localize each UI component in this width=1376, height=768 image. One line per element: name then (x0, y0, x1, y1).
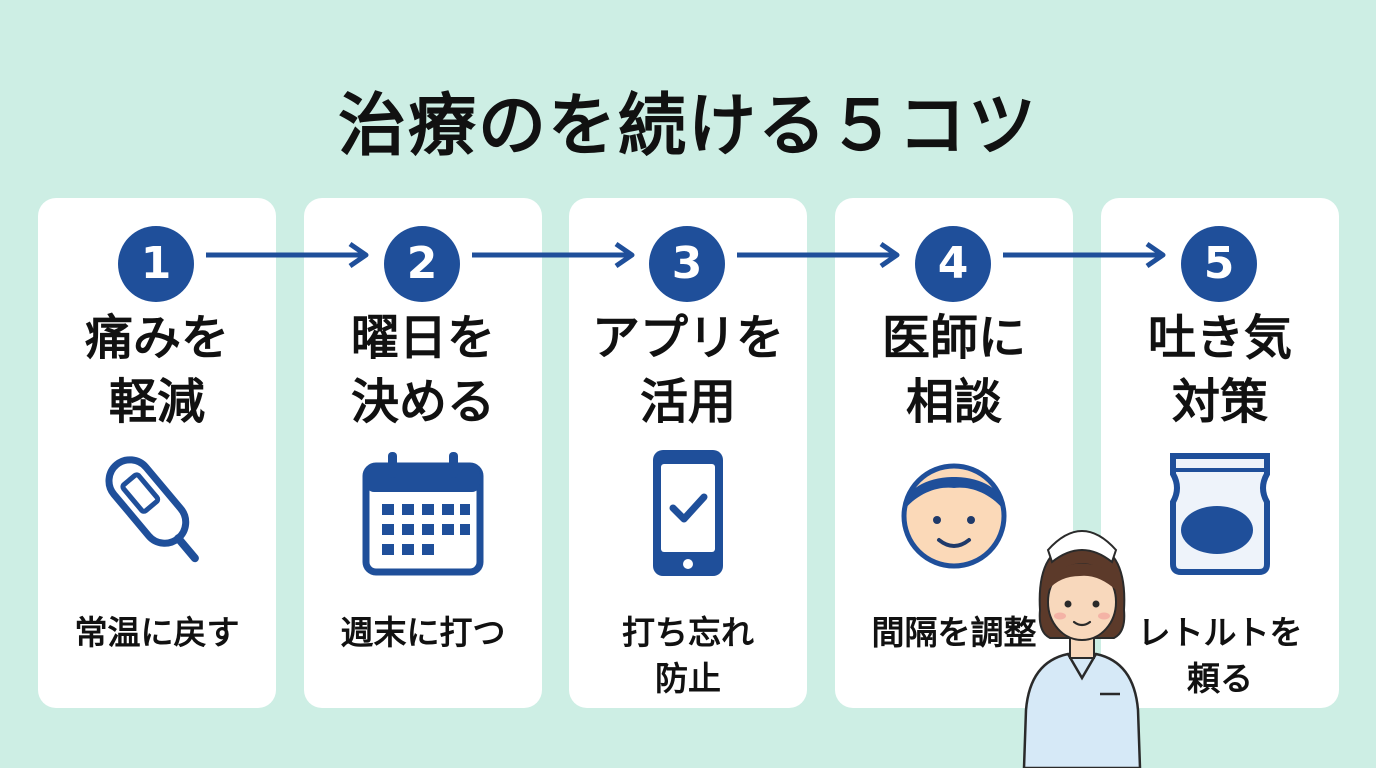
calendar-icon (362, 452, 484, 576)
retort-pouch-icon (1170, 453, 1270, 575)
step-caption: レトルトを 頼る (1137, 613, 1303, 698)
step-heading: 痛みを 軽減 (84, 310, 229, 430)
step-caption: 間隔を調整 (871, 613, 1037, 652)
step-card-2: 2 曜日を 決める 週末に打つ (304, 198, 542, 708)
thermometer-icon (105, 456, 199, 563)
step-heading: アプリを 活用 (591, 310, 784, 430)
step-heading: 医師に 相談 (881, 310, 1026, 430)
page-title: 治療のを続ける５コツ (337, 87, 1038, 166)
step-heading: 吐き気 対策 (1147, 310, 1292, 430)
arrow-4-to-5 (1003, 241, 1166, 269)
step-card-5: 5 吐き気 対策 レトルトを 頼る (1101, 198, 1339, 708)
step-caption: 週末に打つ (340, 613, 506, 652)
step-heading: 曜日を 決める (350, 310, 495, 430)
arrow-1-to-2 (206, 241, 369, 269)
doctor-face-icon (901, 463, 1007, 569)
step-number-badge: 2 (384, 226, 460, 302)
step-number-badge: 5 (1181, 226, 1257, 302)
nurse-illustration (1022, 530, 1142, 768)
step-card-1: 1 痛みを 軽減 常温に戻す (38, 198, 276, 708)
step-card-3: 3 アプリを 活用 打ち忘れ 防止 (569, 198, 807, 708)
step-number-badge: 3 (649, 226, 725, 302)
arrow-2-to-3 (472, 241, 635, 269)
step-card-4: 4 医師に 相談 間隔を調整 (835, 198, 1073, 708)
smartphone-check-icon (653, 450, 723, 576)
arrow-3-to-4 (737, 241, 900, 269)
step-number-badge: 4 (915, 226, 991, 302)
step-number-badge: 1 (118, 226, 194, 302)
step-caption: 常温に戻す (74, 613, 240, 652)
step-caption: 打ち忘れ 防止 (622, 613, 754, 698)
